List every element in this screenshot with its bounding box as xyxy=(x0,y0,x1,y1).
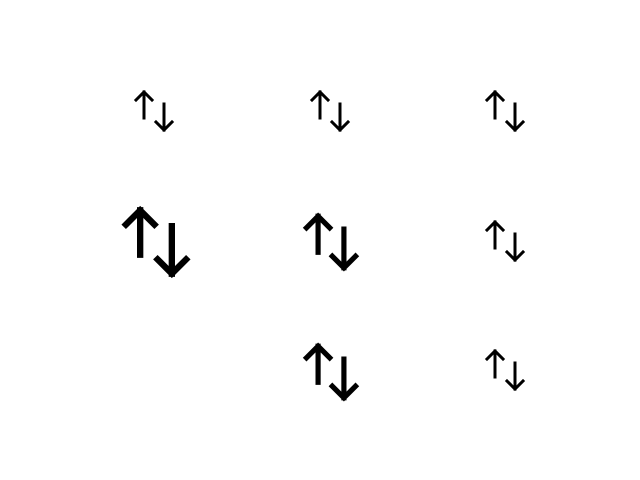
sort-arrows-icon xyxy=(300,210,362,274)
sort-arrows-icon xyxy=(481,218,529,266)
sort-arrows-icon xyxy=(481,347,529,395)
sort-arrows-icon xyxy=(481,88,529,136)
sort-arrows-icon xyxy=(300,340,362,404)
sort-arrows-icon xyxy=(306,88,354,136)
sort-arrows-icon xyxy=(118,203,194,281)
sort-arrows-icon xyxy=(130,88,178,136)
